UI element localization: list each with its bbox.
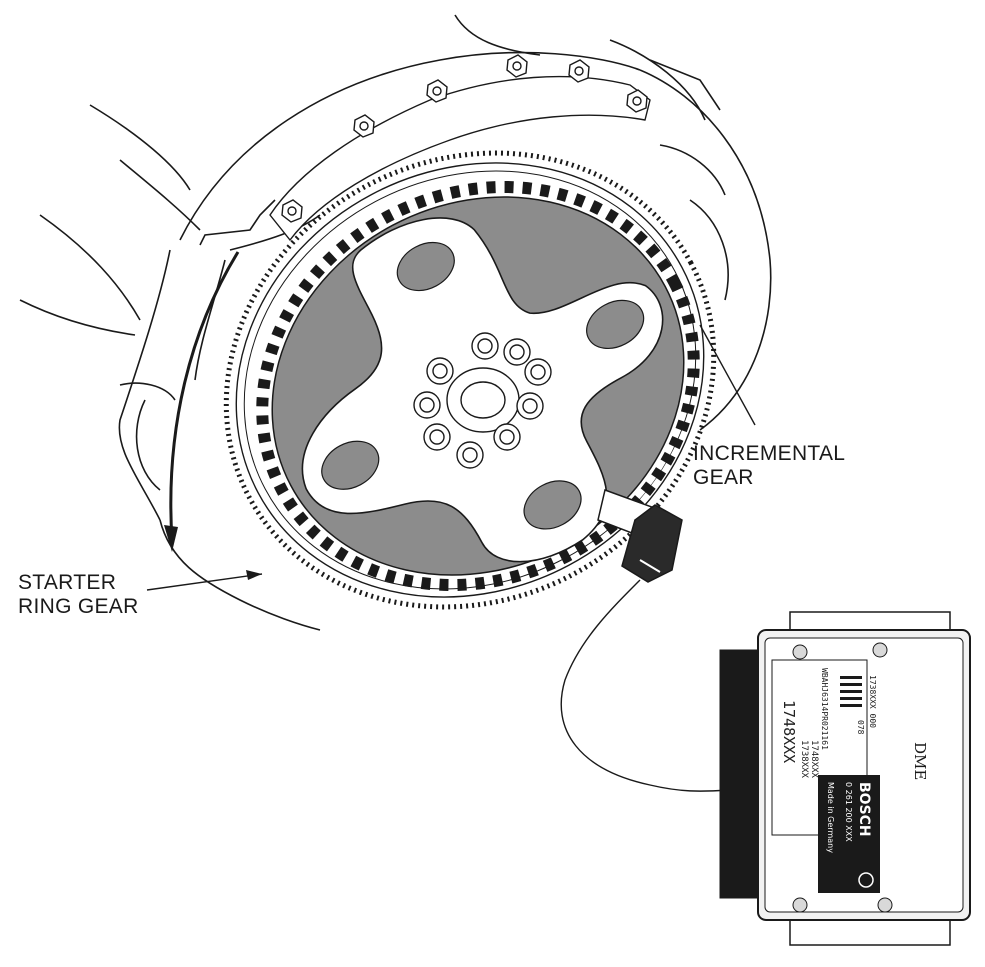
incremental-gear-label-line1: INCREMENTAL	[693, 442, 846, 465]
starter-ring-gear-label-line1: STARTER	[18, 571, 117, 594]
flange-bolt	[353, 114, 375, 138]
crank-bolt	[471, 332, 499, 360]
center-bolt-circle	[413, 332, 552, 469]
flange-bolt	[506, 54, 528, 78]
crank-bolt	[413, 391, 441, 419]
flange-bolt	[568, 59, 590, 83]
incremental-gear-leader	[699, 324, 756, 426]
sticker-vin: WBAHJ6314PR021161	[820, 668, 829, 750]
starter-ring-gear-label: STARTER RING GEAR	[18, 571, 139, 619]
bosch-brand: BOSCH	[856, 782, 872, 837]
hub-pocket	[586, 299, 645, 350]
incremental-gear-label-line2: GEAR	[693, 466, 754, 489]
sticker-line1: 1738XXX 000	[868, 675, 877, 728]
engine-block-outline	[19, 14, 772, 631]
sensor-cable	[560, 579, 729, 792]
flange-bolt	[281, 199, 303, 223]
crank-bolt	[423, 423, 451, 451]
dme-screw	[877, 897, 893, 913]
bolt-flange	[269, 54, 651, 242]
crank-bolt	[516, 392, 544, 420]
dme-screw	[872, 642, 888, 658]
dme-screw	[792, 897, 808, 913]
rotation-arrow	[164, 251, 240, 552]
dme-title: DME	[911, 742, 929, 780]
sticker-line2: 078	[856, 720, 865, 735]
hub-pocket	[523, 480, 582, 530]
crank-bolt	[426, 357, 454, 385]
crank-bolt	[493, 423, 521, 451]
incremental-gear-label: INCREMENTAL GEAR	[693, 442, 845, 490]
sticker-line4: 1748XXX	[809, 740, 819, 779]
crank-bolt	[524, 358, 552, 386]
flange-bolt	[426, 79, 448, 103]
bosch-origin: Made in Germany	[826, 782, 835, 853]
sticker-barcode	[840, 676, 862, 707]
hub-pocket	[321, 440, 380, 490]
bosch-part-number: 0 261 200 XXX	[844, 782, 853, 842]
starter-ring-gear-label-line2: RING GEAR	[18, 595, 139, 618]
sticker-line6: 1748XXX	[780, 700, 798, 763]
flange-bolt	[626, 89, 648, 113]
dme-control-unit: 1738XXX 000 078 WBAHJ6314PR021161 1748XX…	[719, 611, 971, 946]
speed-sensor	[597, 489, 683, 583]
crank-bolt	[456, 441, 484, 469]
crank-bolt	[503, 338, 531, 366]
dme-screw	[792, 644, 808, 660]
sticker-line5: 1738XXX	[799, 740, 809, 779]
bosch-logo-icon	[858, 872, 874, 888]
starter-ring-gear-leader	[146, 573, 263, 591]
hub-pocket	[396, 241, 455, 292]
